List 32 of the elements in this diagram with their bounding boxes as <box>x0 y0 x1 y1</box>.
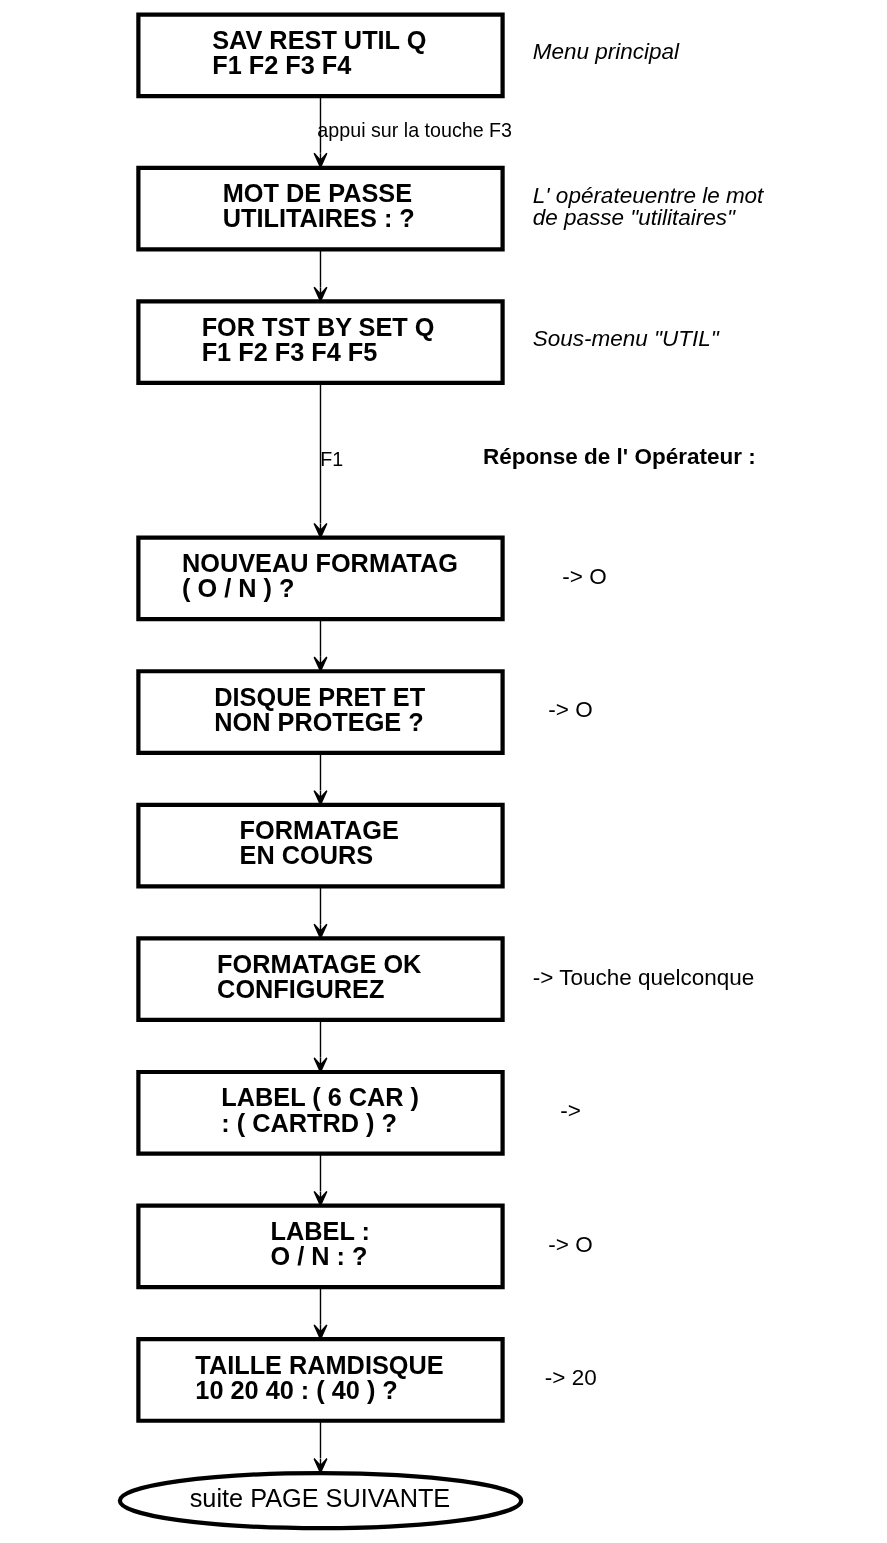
arrow <box>312 1286 328 1340</box>
arrow <box>312 618 328 672</box>
arrow <box>312 752 328 806</box>
node-ellipse: suite PAGE SUIVANTE <box>117 1470 523 1531</box>
arrow <box>312 382 328 539</box>
node-label: -> <box>559 1098 581 1124</box>
node-box: LABEL ( 6 CAR ) : ( CARTRD ) ? <box>135 1069 505 1156</box>
node-box: DISQUE PRET ET NON PROTEGE ? <box>135 669 505 755</box>
node-label: Sous-menu "UTIL" <box>532 326 719 352</box>
node-label: -> Touche quelconque <box>532 964 754 990</box>
arrow <box>312 95 328 169</box>
arrow <box>312 885 328 940</box>
node-label: -> O <box>547 697 593 723</box>
node-box: TAILLE RAMDISQUE 10 20 40 : ( 40 ) ? <box>135 1337 505 1423</box>
label: Réponse de l' Opérateur : <box>482 444 756 470</box>
node-label: -> O <box>561 563 607 589</box>
node-box: NOUVEAU FORMATAG ( O / N ) ? <box>135 535 505 622</box>
node-label: -> 20 <box>544 1365 597 1391</box>
arrow <box>312 248 328 302</box>
node-box: LABEL : O / N : ? <box>135 1203 505 1290</box>
node-label: L' opérateuentre le mot de passe "utilitaires" <box>532 182 763 231</box>
edge-label: F1 <box>319 447 343 470</box>
arrow <box>312 1420 328 1474</box>
node-box: FORMATAGE EN COURS <box>135 802 505 889</box>
node-box: FOR TST BY SET Q F1 F2 F3 F4 F5 <box>135 299 505 386</box>
arrow <box>312 1153 328 1207</box>
node-label: Menu principal <box>532 39 679 65</box>
node-label: -> O <box>547 1231 593 1257</box>
node-box: FORMATAGE OK CONFIGUREZ <box>135 936 505 1023</box>
node-box: MOT DE PASSE UTILITAIRES : ? <box>135 165 505 252</box>
arrow <box>312 1019 328 1073</box>
node-box: SAV REST UTIL Q F1 F2 F3 F4 <box>135 12 505 99</box>
